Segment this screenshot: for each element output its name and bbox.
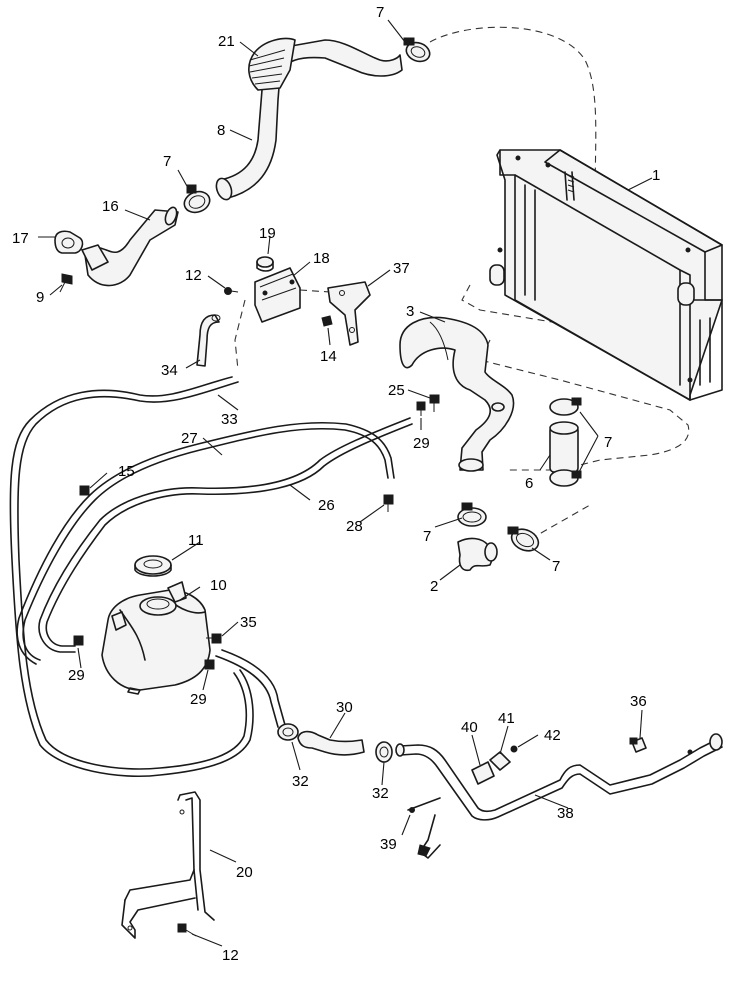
callout-40: 40 <box>461 719 478 736</box>
callout-30: 30 <box>336 699 353 716</box>
callout-12: 12 <box>222 947 239 964</box>
callout-11: 11 <box>188 532 204 549</box>
fitting-29-right <box>204 659 215 670</box>
callout-38: 38 <box>557 805 574 822</box>
callout-15: 15 <box>118 463 135 480</box>
callout-42: 42 <box>544 727 561 744</box>
callout-16: 16 <box>102 198 119 215</box>
screw-12-top <box>224 287 239 295</box>
callout-7: 7 <box>552 558 560 575</box>
callout-6: 6 <box>525 475 533 492</box>
callout-36: 36 <box>630 693 647 710</box>
hose-clamp-32-right <box>375 741 393 763</box>
bolt-9 <box>59 273 73 293</box>
overflow-hose-30 <box>215 649 365 756</box>
bypass-hose <box>399 316 515 472</box>
callout-33: 33 <box>221 411 238 428</box>
clip-bracket-39 <box>407 797 441 859</box>
mount-bracket <box>327 281 371 346</box>
hose-clamp-32-left <box>277 723 299 741</box>
hose-clamp-6-top <box>549 397 582 416</box>
pipe-clip-41 <box>489 751 511 771</box>
callout-7: 7 <box>163 153 171 170</box>
screw-42 <box>510 745 518 753</box>
callout-19: 19 <box>259 225 276 242</box>
callout-29: 29 <box>190 691 207 708</box>
radiator <box>489 149 723 401</box>
upper-hose <box>215 37 403 201</box>
callout-39: 39 <box>380 836 397 853</box>
callout-35: 35 <box>240 614 257 631</box>
callout-27: 27 <box>181 430 198 447</box>
outlet-elbow <box>81 206 179 287</box>
callout-12: 12 <box>185 267 202 284</box>
callout-20: 20 <box>236 864 253 881</box>
callout-26: 26 <box>318 497 335 514</box>
callout-14: 14 <box>320 348 337 365</box>
pipe-clip-40 <box>471 761 495 785</box>
fitting-29-left <box>73 635 84 646</box>
expansion-tank <box>101 581 211 695</box>
callout-29: 29 <box>413 435 430 452</box>
small-hose <box>196 314 221 367</box>
callout-8: 8 <box>217 122 225 139</box>
callout-7: 7 <box>604 434 612 451</box>
callout-2: 2 <box>430 578 438 595</box>
hose-clamp-left <box>183 184 211 214</box>
callout-17: 17 <box>12 230 29 247</box>
pressure-cap <box>134 555 172 577</box>
leader-lines <box>38 19 653 947</box>
fitting-28 <box>383 494 394 512</box>
fitting-15 <box>79 485 90 496</box>
vent-line-27 <box>16 421 395 665</box>
callout-29: 29 <box>68 667 85 684</box>
callout-25: 25 <box>388 382 405 399</box>
fitting-29-top <box>416 401 426 416</box>
hose-clamp-lower-right <box>507 526 540 552</box>
callout-32: 32 <box>292 773 309 790</box>
callout-28: 28 <box>346 518 363 535</box>
callout-1: 1 <box>652 167 660 184</box>
sensor-bracket <box>254 267 301 323</box>
sensor-cap <box>256 256 274 272</box>
coolant-pipe <box>395 733 723 821</box>
callout-10: 10 <box>210 577 227 594</box>
hose-clamp-6-bottom <box>549 469 582 487</box>
callout-21: 21 <box>218 33 235 50</box>
callout-34: 34 <box>161 362 178 379</box>
gasket <box>54 230 84 254</box>
callout-18: 18 <box>313 250 330 267</box>
callout-9: 9 <box>36 289 44 306</box>
callout-7: 7 <box>376 4 384 21</box>
tank-support-bracket <box>121 791 215 939</box>
callout-labels: 7 21 8 7 16 17 9 19 12 18 37 14 34 33 1 … <box>12 4 660 964</box>
fitting-36 <box>629 737 647 753</box>
callout-7: 7 <box>423 528 431 545</box>
vent-line-26 <box>38 417 413 653</box>
lower-elbow <box>457 537 498 572</box>
callout-3: 3 <box>406 303 414 320</box>
straight-hose <box>549 421 579 473</box>
hose-clamp-lower-center <box>457 502 487 527</box>
hose-clamp-top <box>403 37 431 63</box>
bolt-14 <box>321 315 333 327</box>
callout-41: 41 <box>498 710 515 727</box>
callout-32: 32 <box>372 785 389 802</box>
callout-37: 37 <box>393 260 410 277</box>
fitting-35 <box>206 633 222 644</box>
fitting-25 <box>429 394 440 412</box>
